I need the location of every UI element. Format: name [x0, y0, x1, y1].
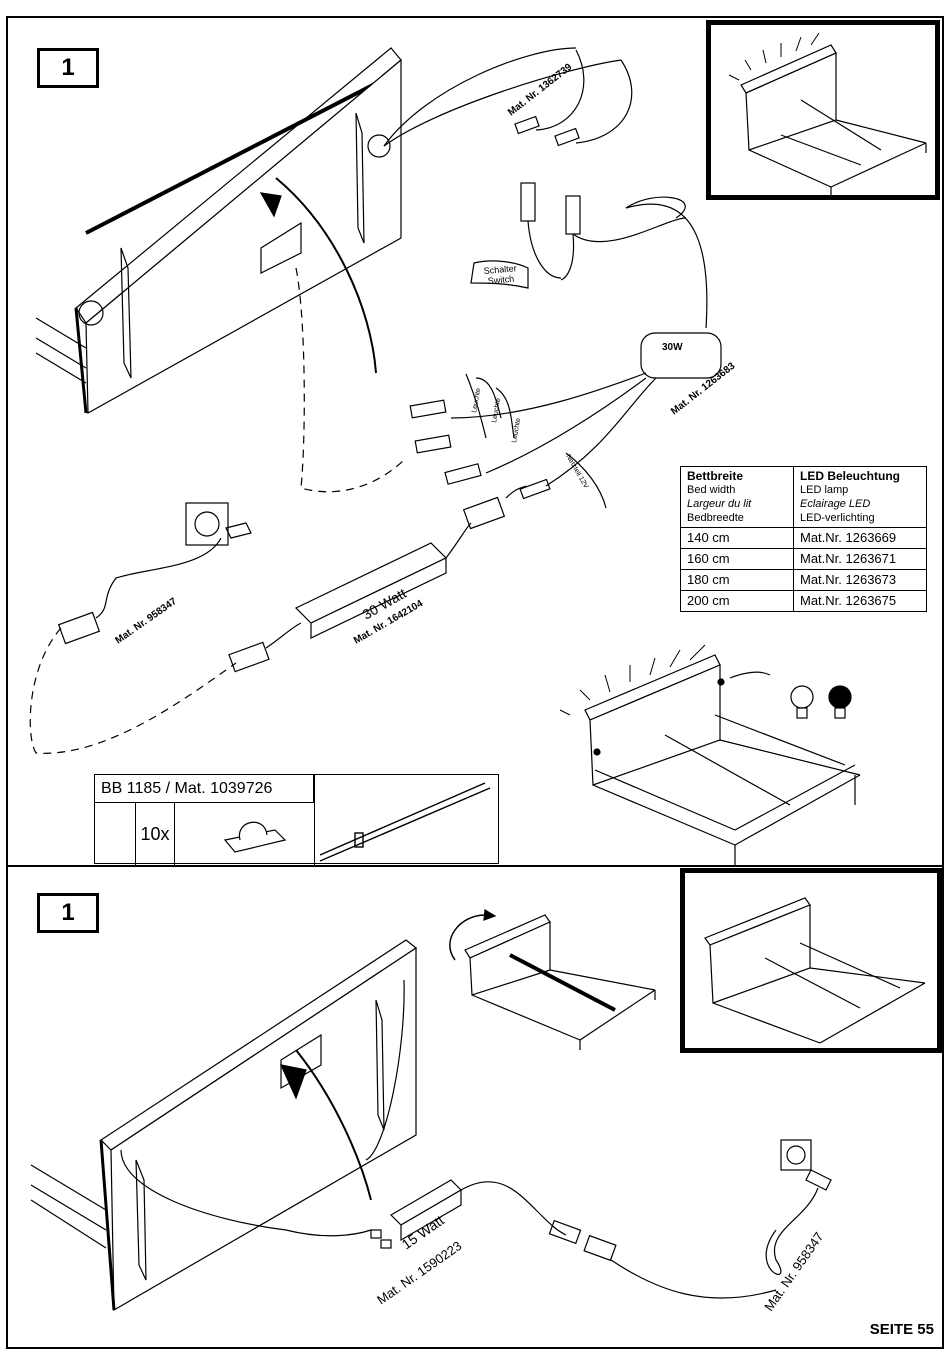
cable-clip-icon	[223, 821, 287, 853]
header-text: LED lamp	[800, 484, 849, 496]
led-lamp-header: LED Beleuchtung LED lamp Eclairage LED L…	[793, 466, 927, 528]
preview-bed-lit-bottom	[680, 868, 942, 1053]
header-text: Eclairage LED	[800, 498, 871, 510]
bed-width-cell: 180 cm	[680, 569, 794, 591]
page-number: SEITE 55	[869, 1321, 934, 1338]
mat-number-cell: Mat.Nr. 1263675	[793, 590, 927, 612]
mat-number-cell: Mat.Nr. 1263669	[793, 527, 927, 549]
mat-switch-cable: Mat. Nr. 1362739	[506, 62, 574, 119]
header-text: Bedbreedte	[687, 512, 744, 524]
header-text: Largeur du lit	[687, 498, 752, 510]
header-text: LED-verlichting	[800, 512, 875, 524]
clip-part-table: BB 1185 / Mat. 1039726 10x	[94, 774, 499, 865]
header-text: LED Beleuchtung	[800, 469, 901, 483]
mat-number-cell: Mat.Nr. 1263671	[793, 548, 927, 570]
bed-width-cell: 140 cm	[680, 527, 794, 549]
lamp-tag-2: Leuchte	[491, 397, 502, 423]
table-row: 200 cm Mat.Nr. 1263675	[680, 590, 927, 612]
headboard-driver-illustration: 15 Watt Mat. Nr. 1590223 Mat. Nr. 958347	[30, 939, 832, 1314]
table-row: 140 cm Mat.Nr. 1263669	[680, 527, 927, 549]
clip-part-title: BB 1185 / Mat. 1039726	[95, 775, 314, 803]
preview-bed-lit-top	[706, 20, 940, 200]
bed-width-header: Bettbreite Bed width Largeur du lit Bedb…	[680, 466, 794, 528]
step-number-bottom: 1	[37, 893, 99, 933]
table-row: 160 cm Mat.Nr. 1263671	[680, 548, 927, 570]
panel-divider	[6, 865, 944, 867]
bed-width-cell: 160 cm	[680, 548, 794, 570]
bed-width-cell: 200 cm	[680, 590, 794, 612]
table-header-row: Bettbreite Bed width Largeur du lit Bedb…	[680, 466, 927, 528]
clip-usage-icon	[319, 782, 491, 862]
header-text: Bed width	[687, 484, 736, 496]
table-row: 180 cm Mat.Nr. 1263673	[680, 569, 927, 591]
switch-tag-line1: Schalter	[483, 263, 517, 276]
power-unit-label: 30W	[662, 342, 683, 353]
clip-divider	[314, 775, 315, 865]
page-frame	[6, 16, 944, 1349]
lamp-tag-3: Leuchte	[511, 417, 522, 443]
step-number-text: 1	[61, 54, 75, 81]
bed-preview-illustration	[728, 32, 927, 195]
clip-quantity: 10x	[135, 803, 175, 865]
mat-plug-bottom: Mat. Nr. 958347	[761, 1229, 826, 1313]
bed-touch-light-illustration	[559, 644, 861, 865]
headboard-wiring-illustration: Schalter Switch Leuchte Leuchte Leuchte …	[29, 47, 738, 754]
header-text: Bettbreite	[687, 469, 744, 483]
mat-number-cell: Mat.Nr. 1263673	[793, 569, 927, 591]
step-number-top: 1	[37, 48, 99, 88]
lamp-tag-1: Leuchte	[471, 387, 482, 413]
switch-tag-line2: Switch	[487, 274, 514, 286]
bed-rotate-illustration	[449, 908, 656, 1050]
led-lighting-table: Bettbreite Bed width Largeur du lit Bedb…	[680, 466, 927, 612]
bed-preview-illustration	[704, 897, 926, 1044]
mat-plug-top: Mat. Nr. 958347	[113, 596, 179, 647]
step-number-text: 1	[61, 899, 75, 926]
